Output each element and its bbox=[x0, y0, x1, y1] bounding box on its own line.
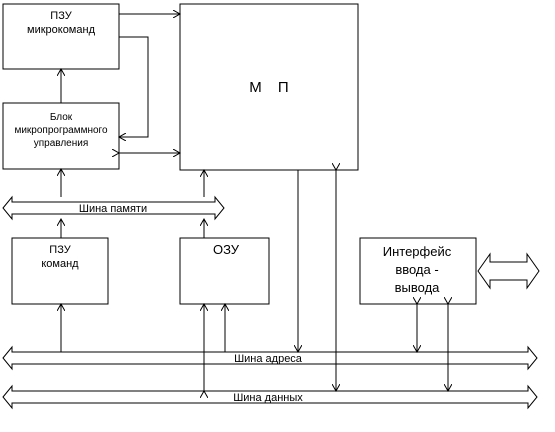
ram-label: ОЗУ bbox=[213, 242, 240, 257]
connection-lines bbox=[61, 14, 448, 391]
microprogram-control-line2: микропрограммного bbox=[14, 125, 108, 136]
ram-block: ОЗУ bbox=[179, 237, 270, 305]
microprogram-control-line1: Блок bbox=[50, 112, 73, 123]
io-interface-block: Интерфейс ввода - вывода bbox=[359, 237, 477, 305]
data-bus: Шина данных bbox=[2, 384, 538, 410]
external-io-arrow bbox=[477, 252, 540, 290]
io-interface-line2: ввода - bbox=[395, 262, 438, 277]
io-interface-line3: вывода bbox=[395, 280, 441, 295]
pzu-microcommands-line2: микрокоманд bbox=[27, 24, 96, 36]
pzu-commands-line1: ПЗУ bbox=[49, 244, 71, 256]
microprocessor-block: М П bbox=[179, 3, 359, 171]
memory-bus: Шина памяти bbox=[2, 195, 225, 221]
address-bus-label: Шина адреса bbox=[234, 353, 303, 365]
io-interface-line1: Интерфейс bbox=[383, 244, 452, 259]
pzu-microcommands-line1: ПЗУ bbox=[50, 10, 72, 22]
pzu-commands-line2: команд bbox=[41, 258, 79, 270]
data-bus-label: Шина данных bbox=[233, 392, 303, 404]
address-bus: Шина адреса bbox=[2, 345, 538, 371]
microprogram-control-line3: управления bbox=[34, 138, 89, 149]
microprocessor-label: М П bbox=[249, 79, 294, 96]
memory-bus-label: Шина памяти bbox=[79, 203, 147, 215]
pzu-commands-block: ПЗУ команд bbox=[11, 237, 109, 305]
pzu-microcommands-block: ПЗУ микрокоманд bbox=[2, 3, 120, 70]
microprogram-control-block: Блок микропрограммного управления bbox=[2, 102, 120, 170]
